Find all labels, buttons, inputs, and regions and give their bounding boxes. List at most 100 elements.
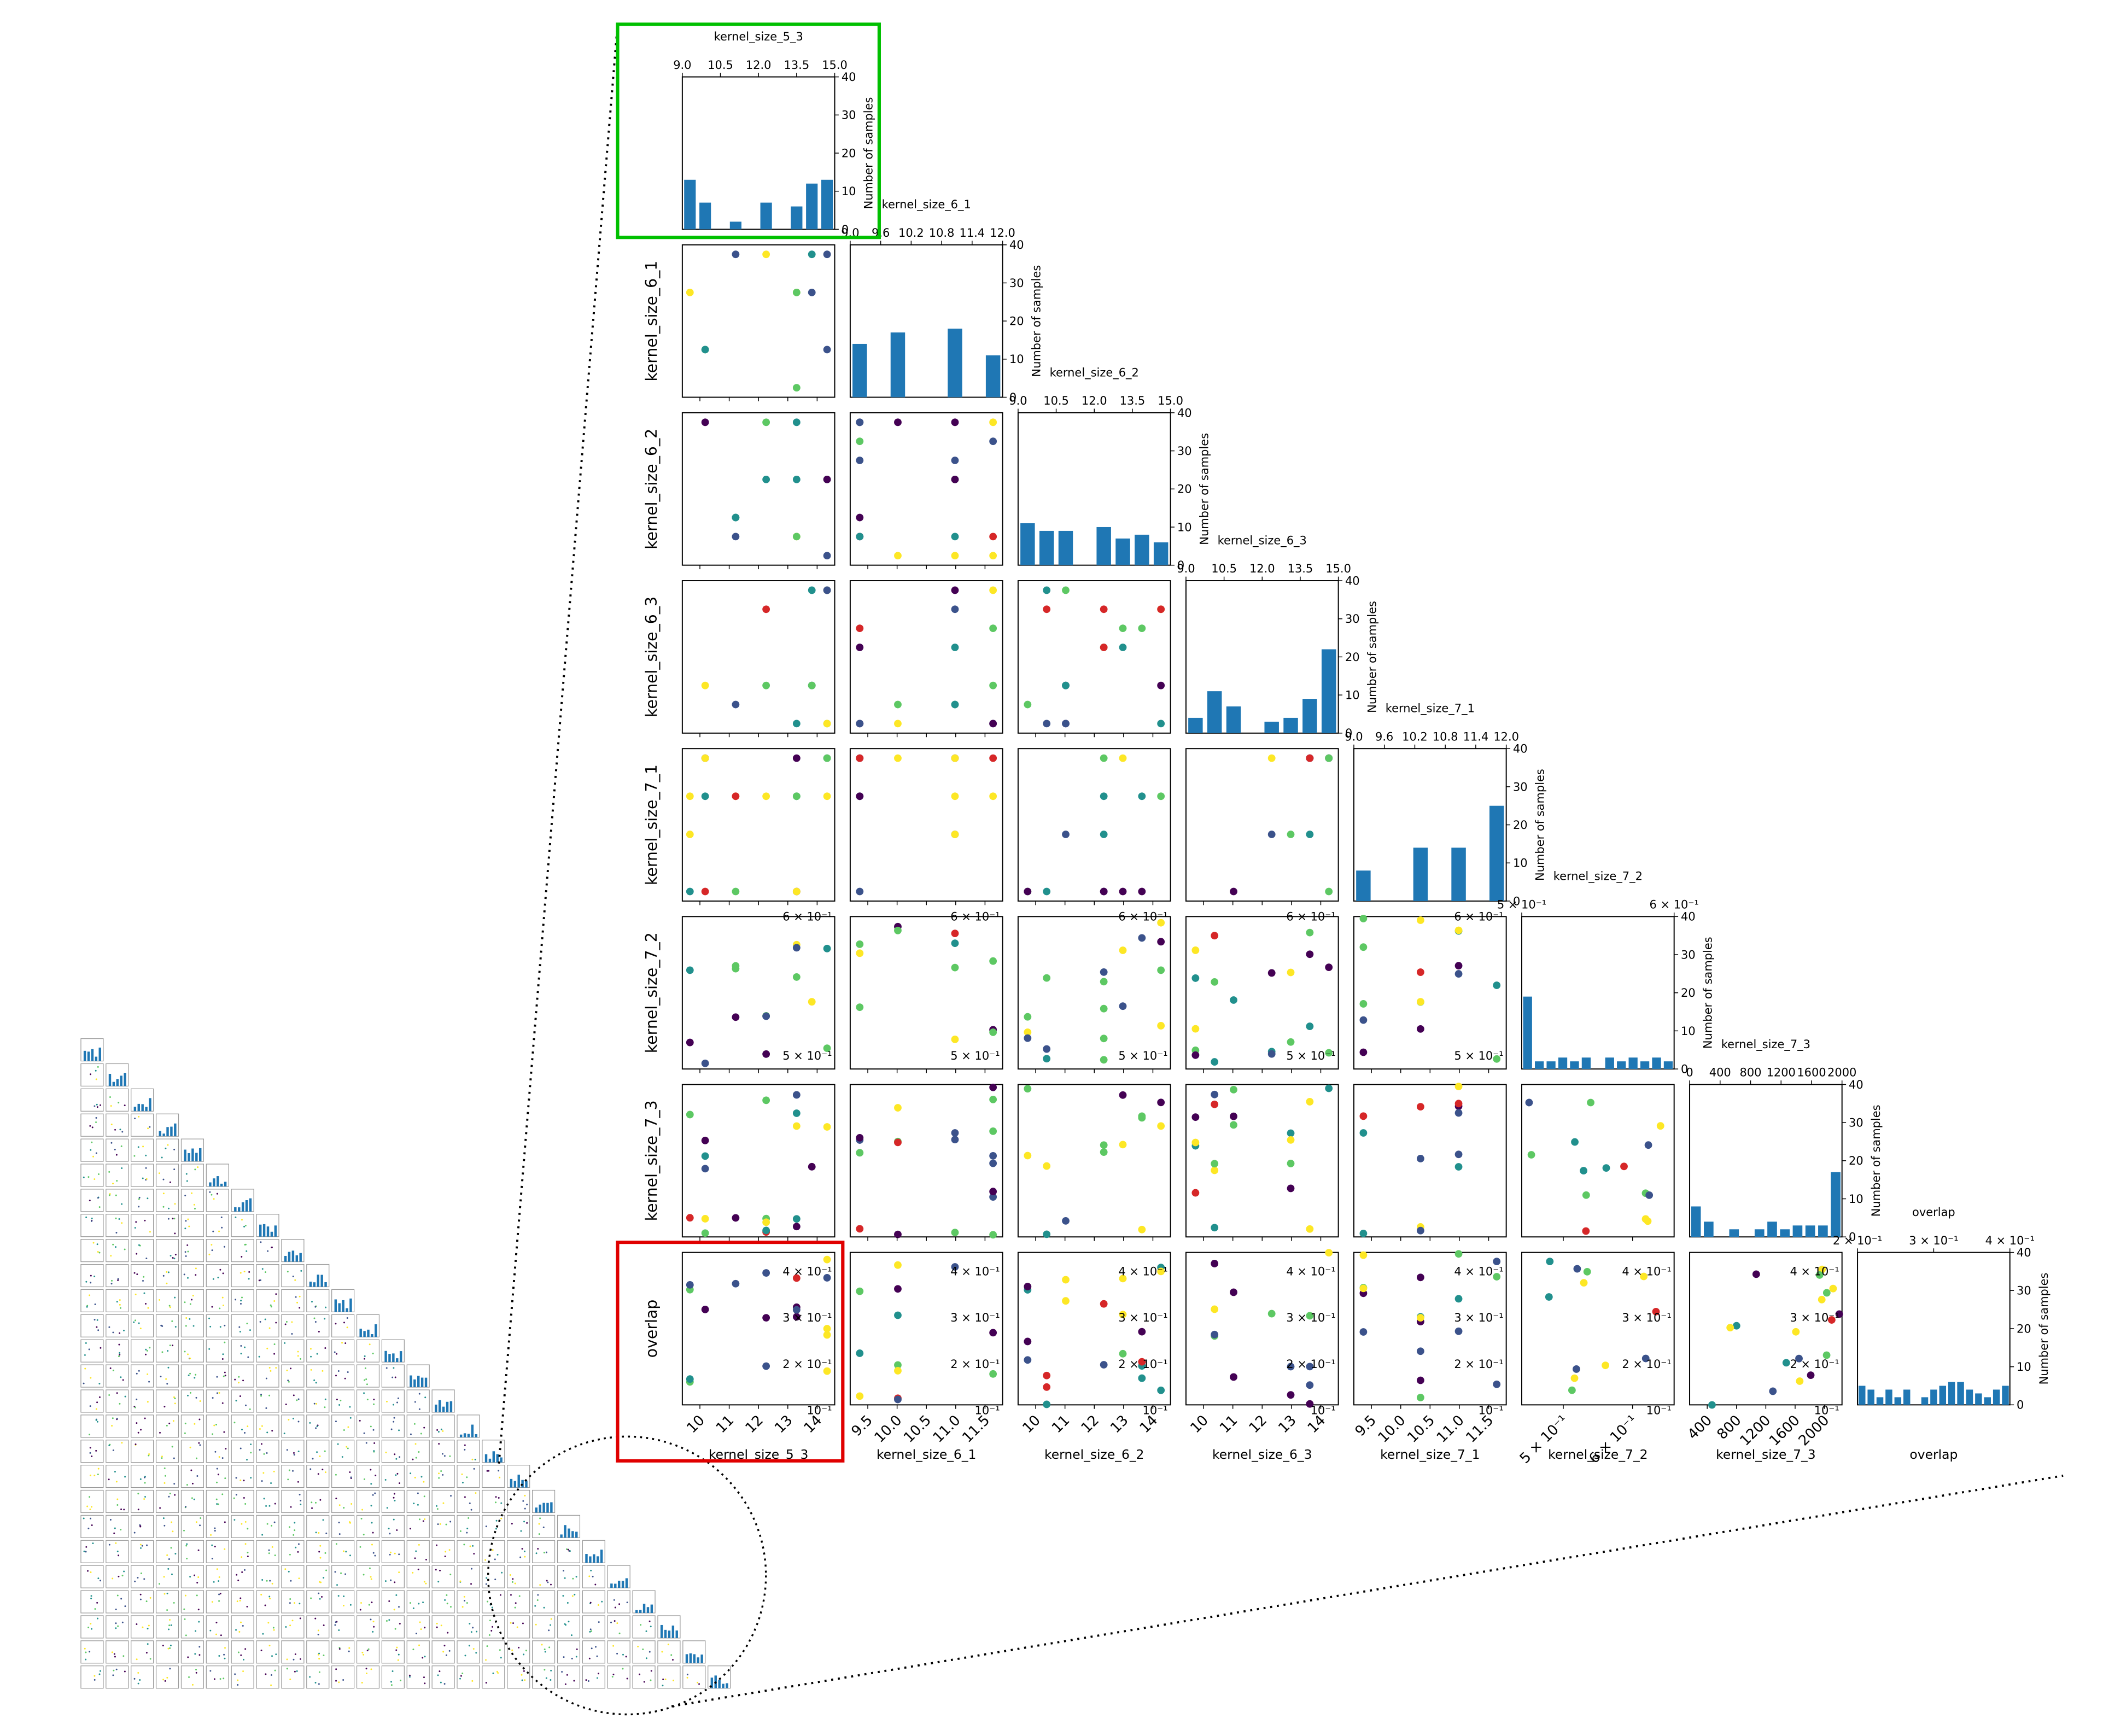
- thumbnail-panel: [306, 1489, 330, 1513]
- thumbnail-point: [169, 1619, 171, 1621]
- thumbnail-frame: [457, 1590, 480, 1614]
- top-tick-label: 0: [1686, 1066, 1693, 1079]
- thumbnail-point: [115, 1194, 117, 1196]
- thumbnail-panel: [80, 1289, 104, 1312]
- thumbnail-point: [626, 1677, 628, 1680]
- thumbnail-point: [166, 1282, 168, 1284]
- thumbnail-point: [223, 1431, 225, 1433]
- thumbnail-point: [224, 1657, 226, 1659]
- thumbnail-point: [591, 1630, 593, 1632]
- thumbnail-panel: [231, 1339, 254, 1363]
- thumbnail-point: [224, 1341, 226, 1343]
- thumbnail-point: [398, 1606, 400, 1608]
- thumbnail-point: [618, 1632, 621, 1634]
- thumbnail-point: [233, 1519, 236, 1521]
- scatter-point: [1454, 926, 1463, 934]
- thumbnail-panel: [206, 1540, 229, 1563]
- histogram-bar: [1966, 1389, 1973, 1405]
- scatter-point: [1580, 1167, 1587, 1175]
- thumbnail-panel: [406, 1414, 430, 1438]
- thumbnail-point: [522, 1500, 524, 1502]
- thumbnail-point: [269, 1580, 271, 1582]
- thumbnail-point: [117, 1278, 119, 1280]
- side-tick-label: 4 × 10⁻¹: [1790, 1265, 1839, 1278]
- thumbnail-point: [423, 1481, 425, 1483]
- thumbnail-point: [514, 1606, 516, 1609]
- thumbnail-frame: [180, 1540, 204, 1563]
- thumbnail-frame: [557, 1615, 581, 1639]
- thumbnail-point: [247, 1551, 249, 1553]
- histogram-bar: [1523, 996, 1532, 1069]
- thumbnail-point: [189, 1392, 191, 1394]
- thumbnail-panel: [206, 1640, 229, 1664]
- thumbnail-point: [250, 1452, 252, 1454]
- row-label: kernel_size_6_2: [642, 429, 661, 550]
- thumbnail-point: [173, 1483, 176, 1485]
- thumbnail-point: [218, 1456, 220, 1458]
- scatter-point: [792, 475, 801, 483]
- count-tick-label: 0: [2017, 1399, 2024, 1412]
- thumbnail-point: [346, 1326, 348, 1329]
- thumbnail-frame: [256, 1640, 279, 1664]
- thumbnail-bar: [500, 1457, 503, 1463]
- bottom-tick-label: 1200: [1737, 1412, 1774, 1449]
- column-label: kernel_size_6_2: [1044, 1447, 1144, 1462]
- thumbnail-panel: [155, 1540, 179, 1563]
- side-tick-label: 3 × 10⁻¹: [1454, 1311, 1503, 1324]
- thumbnail-point: [112, 1243, 114, 1246]
- thumbnail-frame: [180, 1189, 204, 1212]
- thumbnail-panel: [206, 1665, 229, 1689]
- thumbnail-point: [198, 1646, 201, 1648]
- scatter-point: [894, 1261, 902, 1269]
- thumbnail-point: [122, 1379, 124, 1381]
- thumbnail-point: [235, 1299, 237, 1301]
- thumbnail-point: [398, 1571, 400, 1574]
- thumbnail-point: [239, 1331, 241, 1333]
- scatter-point: [1119, 887, 1127, 896]
- thumbnail-panel: [381, 1540, 405, 1563]
- thumbnail-point: [184, 1301, 186, 1304]
- bottom-tick-label: 11.0: [1434, 1412, 1468, 1446]
- thumbnail-panel: [206, 1214, 229, 1237]
- scatter-point: [823, 1325, 831, 1332]
- scatter-point: [1230, 1085, 1237, 1094]
- thumbnail-point: [233, 1497, 235, 1499]
- scatter-point: [1306, 1022, 1314, 1030]
- scatter-point: [1138, 934, 1146, 942]
- thumbnail-point: [417, 1492, 419, 1494]
- thumbnail-point: [194, 1168, 196, 1171]
- panel-frame: [1017, 580, 1171, 734]
- thumbnail-panel: [356, 1389, 380, 1413]
- thumbnail-panel: [80, 1565, 104, 1588]
- thumbnail-point: [270, 1370, 272, 1372]
- panel-frame: [1017, 748, 1171, 902]
- thumbnail-panel: [431, 1440, 455, 1463]
- thumbnail-point: [626, 1601, 628, 1604]
- thumbnail-panel: [482, 1590, 505, 1614]
- thumbnail-point: [461, 1473, 463, 1475]
- thumbnail-point: [318, 1683, 320, 1685]
- thumbnail-point: [244, 1503, 247, 1505]
- panel-kernel_size_6_3-vs-kernel_size_6_2: [1017, 580, 1171, 738]
- thumbnail-point: [196, 1457, 197, 1459]
- thumbnail-point: [601, 1600, 603, 1603]
- thumbnail-point: [247, 1425, 249, 1428]
- thumbnail-point: [270, 1482, 272, 1484]
- scatter-point: [1580, 1279, 1588, 1287]
- thumbnail-point: [534, 1605, 536, 1607]
- thumbnail-panel: [80, 1038, 104, 1062]
- thumbnail-point: [436, 1626, 438, 1628]
- thumbnail-frame: [80, 1289, 104, 1312]
- thumbnail-point: [145, 1302, 147, 1305]
- thumbnail-point: [123, 1329, 125, 1331]
- scatter-point: [792, 1091, 801, 1099]
- thumbnail-point: [272, 1627, 274, 1629]
- thumbnail-point: [374, 1554, 376, 1557]
- scatter-point: [1792, 1328, 1800, 1336]
- thumbnail-point: [389, 1553, 391, 1556]
- panel-frame: [849, 412, 1003, 566]
- scatter-point: [1062, 720, 1070, 728]
- thumbnail-frame: [180, 1239, 204, 1262]
- thumbnail-point: [349, 1406, 351, 1408]
- thumbnail-frame: [607, 1615, 630, 1639]
